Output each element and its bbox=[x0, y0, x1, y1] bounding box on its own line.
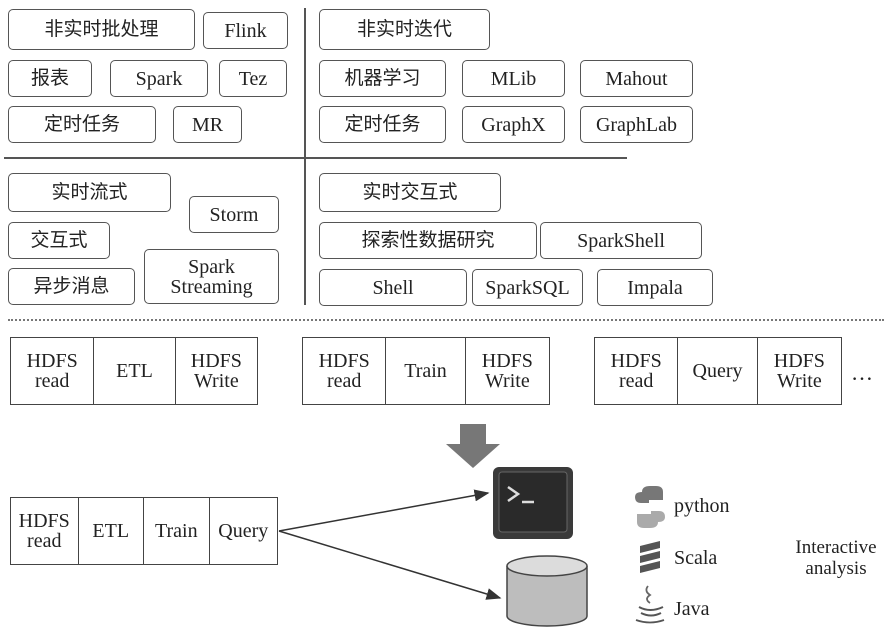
streaming-title: 实时流式 bbox=[8, 173, 171, 212]
exploratory-research-box: 探索性数据研究 bbox=[319, 222, 537, 259]
pipeline-step: HDFS read bbox=[595, 338, 679, 404]
scheduled-task-box: 定时任务 bbox=[8, 106, 156, 143]
terminal-icon bbox=[493, 467, 573, 539]
spark-streaming-box: Spark Streaming bbox=[144, 249, 279, 304]
report-box: 报表 bbox=[8, 60, 92, 97]
impala-box: Impala bbox=[597, 269, 713, 306]
storm-box: Storm bbox=[189, 196, 279, 233]
pipeline-step: HDFS read bbox=[11, 338, 95, 404]
vertical-divider bbox=[304, 8, 306, 305]
language-python: python bbox=[674, 495, 730, 518]
language-scala: Scala bbox=[674, 547, 717, 570]
down-arrow-icon bbox=[446, 424, 500, 468]
pipeline-etl: HDFS read ETL HDFS Write bbox=[10, 337, 258, 405]
async-message-box: 异步消息 bbox=[8, 268, 135, 305]
language-label: Java bbox=[674, 598, 710, 620]
graphlab-box: GraphLab bbox=[580, 106, 693, 143]
database-icon bbox=[506, 555, 588, 627]
pipeline-step: HDFS read bbox=[303, 338, 387, 404]
dotted-separator bbox=[8, 319, 884, 321]
shell-box: Shell bbox=[319, 269, 467, 306]
unified-pipeline: HDFS read ETL Train Query bbox=[10, 497, 278, 565]
pipeline-step: HDFS Write bbox=[481, 350, 533, 392]
more-ellipsis: … bbox=[851, 360, 873, 385]
graphx-box: GraphX bbox=[462, 106, 565, 143]
pipeline-step: ETL bbox=[94, 338, 176, 404]
batch-title: 非实时批处理 bbox=[8, 9, 195, 50]
sparkshell-box: SparkShell bbox=[540, 222, 702, 259]
flink-box: Flink bbox=[203, 12, 288, 49]
language-java: Java bbox=[674, 598, 710, 621]
machine-learning-box: 机器学习 bbox=[319, 60, 446, 97]
pipeline-step: Query bbox=[678, 338, 758, 404]
connector-to-terminal bbox=[278, 489, 490, 532]
language-label: Scala bbox=[674, 547, 718, 569]
connector-to-database bbox=[278, 530, 502, 600]
pipeline-step: HDFS Write bbox=[773, 350, 825, 392]
interactive-analysis-label: Interactive analysis bbox=[795, 537, 877, 579]
java-icon bbox=[635, 585, 665, 624]
realtime-interactive-title: 实时交互式 bbox=[319, 173, 501, 212]
pipeline-step: ETL bbox=[79, 498, 145, 564]
scala-icon bbox=[640, 541, 660, 573]
pipeline-train: HDFS read Train HDFS Write bbox=[302, 337, 550, 405]
pipeline-step: Train bbox=[386, 338, 466, 404]
pipeline-query: HDFS read Query HDFS Write bbox=[594, 337, 842, 405]
tez-box: Tez bbox=[219, 60, 287, 97]
mr-box: MR bbox=[173, 106, 242, 143]
python-icon bbox=[635, 486, 665, 528]
pipeline-step: HDFS Write bbox=[190, 350, 242, 392]
interactive-box: 交互式 bbox=[8, 222, 110, 259]
pipeline-step: Train bbox=[144, 498, 210, 564]
mahout-box: Mahout bbox=[580, 60, 693, 97]
iterative-title: 非实时迭代 bbox=[319, 9, 490, 50]
sparksql-box: SparkSQL bbox=[472, 269, 583, 306]
pipeline-step: Query bbox=[218, 520, 269, 542]
pipeline-step: HDFS read bbox=[11, 498, 79, 564]
horizontal-divider bbox=[4, 157, 627, 159]
scheduled-task-box-2: 定时任务 bbox=[319, 106, 446, 143]
language-label: python bbox=[674, 495, 730, 517]
spark-box: Spark bbox=[110, 60, 208, 97]
mlib-box: MLib bbox=[462, 60, 565, 97]
